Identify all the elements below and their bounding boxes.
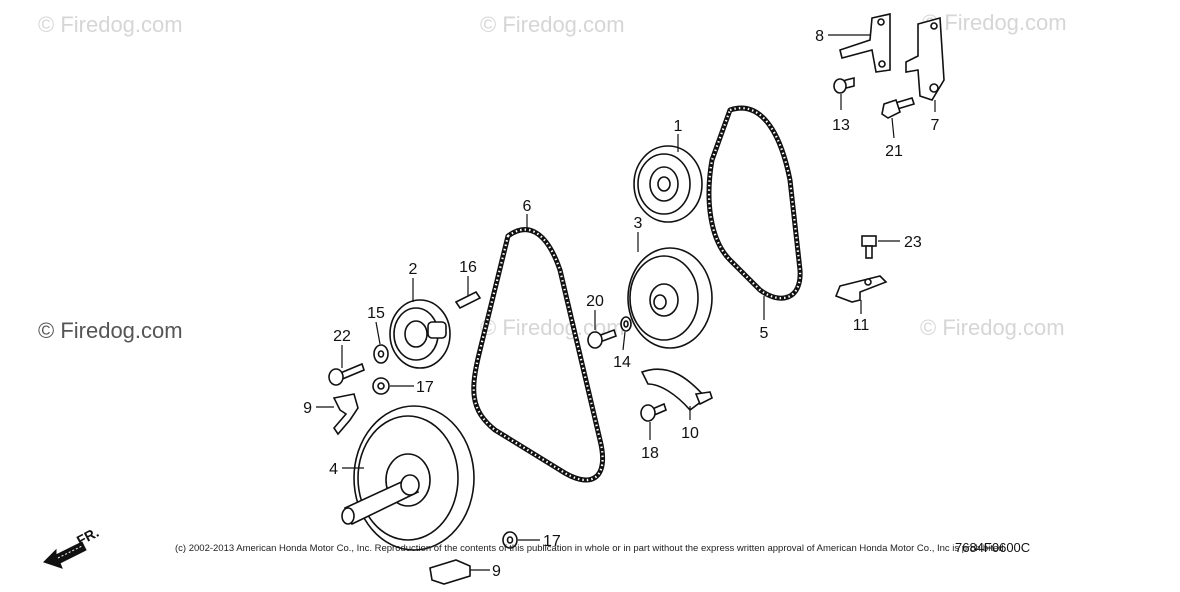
copyright-notice: (c) 2002-2013 American Honda Motor Co., …: [175, 543, 1006, 554]
watermark: © Firedog.com: [38, 318, 183, 343]
washer-part-14[interactable]: [620, 316, 632, 332]
callout-17-lower: 17: [543, 533, 561, 550]
callout-7: 7: [931, 117, 940, 134]
bolt-part-20[interactable]: [587, 328, 618, 349]
callout-9-upper: 9: [303, 400, 312, 417]
washer-part-15[interactable]: [373, 344, 389, 364]
belt-part-6[interactable]: [471, 227, 606, 483]
bolt-part-22[interactable]: [328, 362, 365, 386]
key-part-16[interactable]: [454, 290, 482, 310]
leader-lines: [316, 34, 936, 571]
callout-15: 15: [367, 305, 385, 322]
watermark: © Firedog.com: [922, 10, 1067, 35]
callout-23: 23: [904, 234, 922, 251]
pulley-shaft-part-4[interactable]: [341, 405, 475, 551]
callout-5: 5: [760, 325, 769, 342]
pulley-part-1[interactable]: [633, 145, 703, 223]
bracket-part-8[interactable]: [839, 13, 891, 73]
callout-11: 11: [853, 317, 870, 334]
nut-part-17-upper[interactable]: [372, 377, 390, 395]
nut-part-17-lower[interactable]: [502, 531, 518, 549]
callout-9-lower: 9: [492, 563, 501, 580]
guide-part-10[interactable]: [640, 368, 713, 412]
callout-2: 2: [409, 261, 418, 278]
front-arrow-icon: [43, 541, 87, 569]
callout-3: 3: [634, 215, 643, 232]
watermark: © Firedog.com: [480, 12, 625, 37]
watermark: © Firedog.com: [920, 315, 1065, 340]
callout-6: 6: [523, 198, 532, 215]
callout-14: 14: [613, 354, 631, 371]
callout-16: 16: [459, 259, 477, 276]
pulley-part-3[interactable]: [627, 247, 713, 349]
bracket-part-11[interactable]: [834, 275, 888, 303]
callout-13: 13: [832, 117, 850, 134]
callout-4: 4: [329, 461, 338, 478]
callout-1: 1: [674, 118, 683, 135]
belt-part-5[interactable]: [706, 105, 803, 301]
clip-part-9-upper[interactable]: [332, 393, 359, 436]
bolt-part-23[interactable]: [861, 235, 877, 259]
callout-18: 18: [641, 445, 659, 462]
callout-21: 21: [885, 143, 903, 160]
pulley-part-2[interactable]: [389, 299, 451, 369]
callout-20: 20: [586, 293, 604, 310]
bracket-part-7[interactable]: [905, 16, 945, 101]
callout-10: 10: [681, 425, 699, 442]
clip-part-9-lower[interactable]: [429, 559, 471, 585]
bolt-part-13[interactable]: [833, 76, 855, 94]
callout-22: 22: [333, 328, 351, 345]
watermark: © Firedog.com: [38, 12, 183, 37]
diagram-code: 7684F0600C: [955, 540, 1030, 555]
callout-8: 8: [815, 28, 824, 45]
bolt-part-21[interactable]: [881, 97, 916, 119]
bolt-part-18[interactable]: [640, 402, 667, 422]
callout-17-upper: 17: [416, 379, 434, 396]
